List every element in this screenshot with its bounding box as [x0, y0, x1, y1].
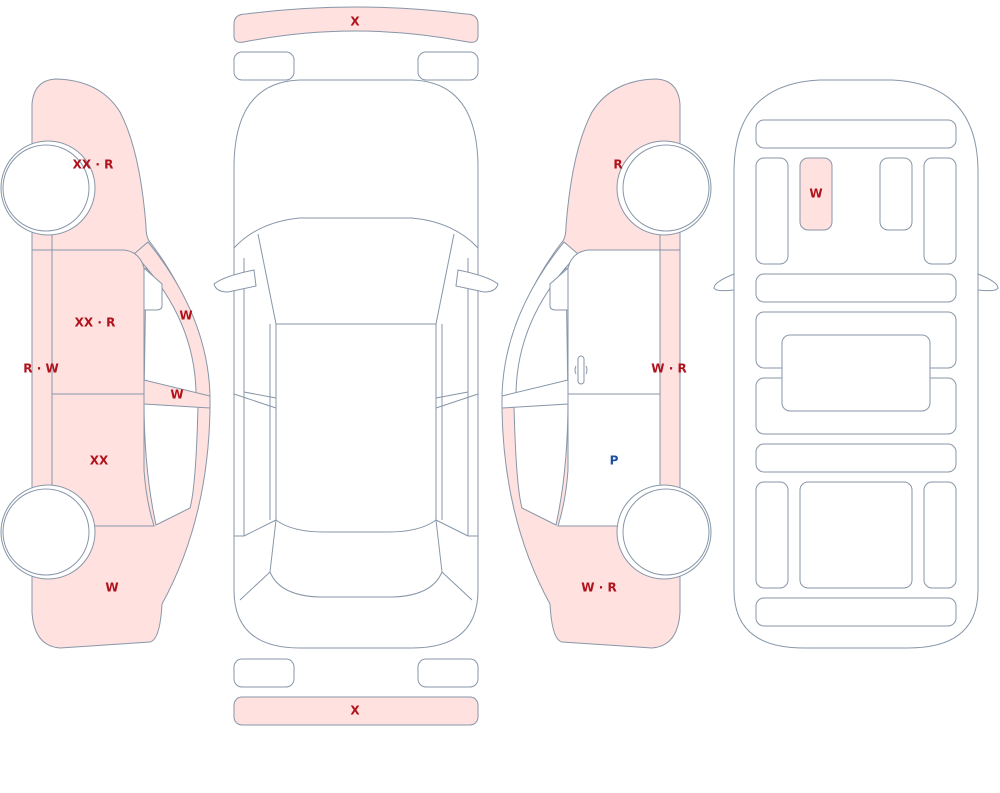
front-bumper-panel[interactable]: [233, 6, 479, 43]
right-fender-code: R: [613, 158, 622, 172]
b-pillar-lines: [234, 519, 478, 537]
underbody-front-left-rail[interactable]: [755, 157, 789, 265]
rear-side-lines: [269, 324, 443, 520]
front-right-light[interactable]: [417, 51, 479, 81]
roof-panel: [275, 323, 437, 533]
car-body-top[interactable]: [233, 79, 479, 649]
left-window-lower-code: W: [170, 388, 183, 402]
right-mirror[interactable]: [455, 269, 499, 293]
underbody-cross-member-1[interactable]: [755, 273, 957, 303]
right-side-view: R W · R P W · R: [501, 78, 712, 649]
right-rear-quarter-code: W · R: [581, 581, 616, 595]
left-rear-door-code: XX: [90, 454, 109, 468]
rear-left-light[interactable]: [233, 658, 295, 688]
windshield-line: [233, 217, 479, 249]
underbody-left-tab: [713, 273, 735, 292]
underbody-view: W: [713, 79, 999, 649]
underbody-right-tab: [977, 273, 999, 292]
right-door-handle[interactable]: [577, 355, 585, 385]
underbody-rear-left-rail[interactable]: [755, 481, 789, 589]
top-view: X X: [213, 6, 499, 726]
underbody-front-bar[interactable]: [755, 119, 957, 149]
left-front-door[interactable]: [51, 249, 145, 395]
left-rocker-code: R · W: [23, 362, 58, 376]
right-door-glass[interactable]: [549, 266, 569, 311]
left-fender-code: XX · R: [73, 158, 114, 172]
left-side-view: XX · R XX · R W W R · W XX W: [0, 78, 211, 649]
rear-right-light[interactable]: [417, 658, 479, 688]
left-front-wheel[interactable]: [2, 144, 90, 232]
right-front-wheel[interactable]: [622, 144, 710, 232]
right-handle-notch: [574, 365, 588, 375]
right-rear-door-code: P: [610, 454, 619, 468]
left-rear-wheel[interactable]: [2, 488, 90, 576]
underbody-front-right-rail[interactable]: [923, 157, 957, 265]
right-rear-wheel[interactable]: [622, 488, 710, 576]
underbody-rear-right-rail[interactable]: [923, 481, 957, 589]
underbody-tunnel[interactable]: [781, 334, 931, 412]
underbody-front-panel-code: W: [809, 187, 822, 201]
door-lines-left: [233, 391, 277, 409]
rear-bumper-panel[interactable]: [233, 696, 479, 726]
hood-edge: [257, 233, 455, 325]
left-mirror[interactable]: [213, 269, 257, 293]
right-rocker-code: W · R: [651, 362, 686, 376]
left-rear-door[interactable]: [51, 393, 155, 527]
left-front-door-code: XX · R: [75, 316, 116, 330]
underbody-front-panel[interactable]: [799, 157, 833, 231]
left-door-glass[interactable]: [143, 266, 163, 311]
underbody-rear-center[interactable]: [799, 481, 913, 589]
right-rear-door[interactable]: [557, 393, 661, 527]
rear-window: [269, 519, 443, 598]
underbody-cross-member-2[interactable]: [755, 443, 957, 473]
underbody-rear-bar[interactable]: [755, 597, 957, 627]
underbody-front-right-panel[interactable]: [879, 157, 913, 231]
rear-corners: [239, 571, 473, 601]
front-left-light[interactable]: [233, 51, 295, 81]
right-front-door[interactable]: [567, 249, 661, 395]
door-lines-right: [435, 391, 479, 409]
left-a-pillar-code: W: [179, 309, 192, 323]
left-rear-quarter-code: W: [105, 581, 118, 595]
front-bumper-code: X: [350, 15, 360, 29]
rear-bumper-code: X: [350, 704, 360, 718]
